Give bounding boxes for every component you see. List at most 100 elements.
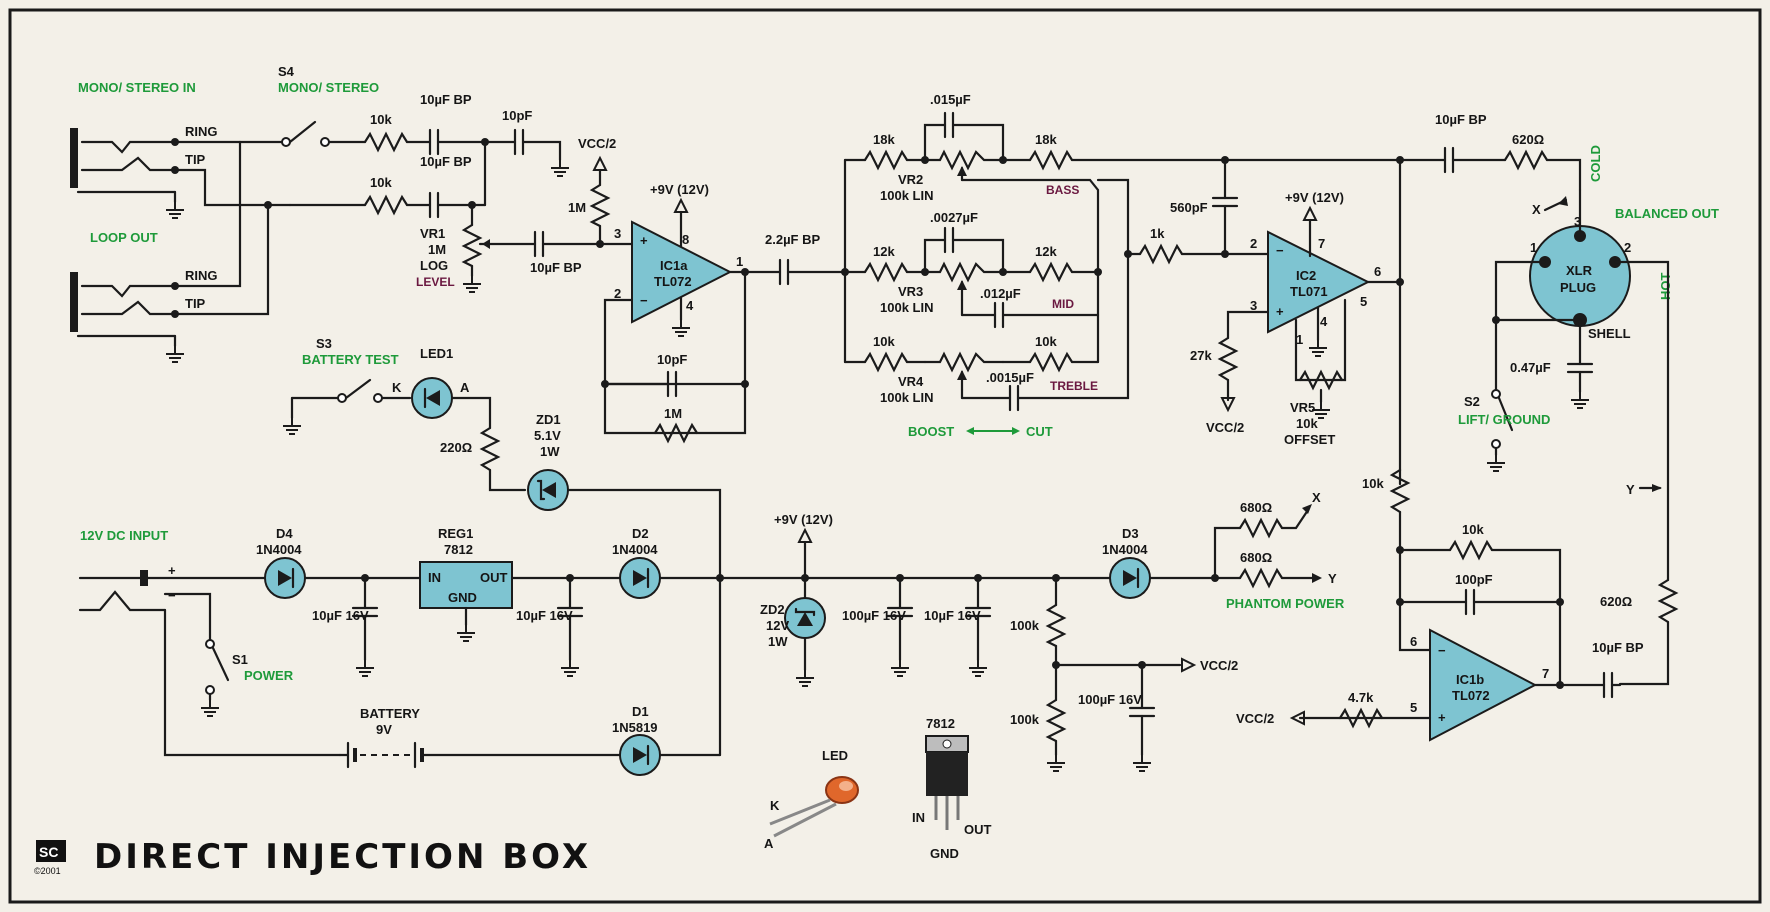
resistor-1m-fb xyxy=(653,422,699,444)
d2-part: 1N4004 xyxy=(612,542,658,557)
d3-part: 1N4004 xyxy=(1102,542,1148,557)
ic1a-fb-res: 1M xyxy=(664,406,682,421)
phantom-x-label: X xyxy=(1312,490,1321,505)
mid-label: MID xyxy=(1052,297,1074,311)
ic1b-pin5: 5 xyxy=(1410,700,1417,715)
resistor-100k-bot xyxy=(1045,698,1067,743)
s4-switch[interactable] xyxy=(238,120,330,147)
ic1b-c-100p: 100pF xyxy=(1455,572,1493,587)
divider-vcc2-label: VCC/2 xyxy=(1200,658,1238,673)
resistor-12k-mid-l xyxy=(863,261,909,283)
resistor-100k-top xyxy=(1045,603,1067,648)
r-620-top-label: 620Ω xyxy=(1512,132,1544,147)
svg-text:−: − xyxy=(1438,643,1446,658)
led1 xyxy=(411,377,453,419)
vcc2-label-in: VCC/2 xyxy=(578,136,616,151)
loop-out-label: LOOP OUT xyxy=(90,230,158,245)
s3-mode-label: BATTERY TEST xyxy=(302,352,399,367)
c-10u-label: 10µF 16V xyxy=(924,608,981,623)
d2-diode xyxy=(619,557,661,599)
hot-y-label: Y xyxy=(1626,482,1635,497)
page-title: DIRECT INJECTION BOX xyxy=(94,837,591,877)
r-10k-tre-l-label: 10k xyxy=(873,334,895,349)
resistor-12k-mid-r xyxy=(1028,261,1074,283)
resistor-10k-tip xyxy=(363,194,409,216)
s1-mode-label: POWER xyxy=(244,668,294,683)
vr4-value: 100k LIN xyxy=(880,390,933,405)
resistor-18k-bass-l xyxy=(863,149,909,171)
ic1a-part: TL072 xyxy=(654,274,692,289)
zd1-zener xyxy=(527,469,569,511)
vr5-offset-pot[interactable] xyxy=(1298,369,1344,391)
xlr-pin1: 1 xyxy=(1530,240,1537,255)
c-100u-label: 100µF 16V xyxy=(842,608,906,623)
reg1-gnd: GND xyxy=(448,590,477,605)
r-18k-bass-l-label: 18k xyxy=(873,132,895,147)
r-100k-bot-label: 100k xyxy=(1010,712,1040,727)
d1-part: 1N5819 xyxy=(612,720,658,735)
led-pinout xyxy=(769,776,859,838)
r-12k-mid-r-label: 12k xyxy=(1035,244,1057,259)
treble-label: TREBLE xyxy=(1050,379,1098,393)
d1-diode xyxy=(619,734,661,776)
zd1-label: ZD1 xyxy=(536,412,561,427)
vr1-level-pot[interactable] xyxy=(461,203,537,293)
battery-label: BATTERY xyxy=(360,706,420,721)
cold-label: COLD xyxy=(1588,145,1603,182)
resistor-10k-fb-ic1b xyxy=(1448,539,1494,561)
vr3-mid-pot[interactable] xyxy=(923,261,1005,283)
d2-label: D2 xyxy=(632,526,649,541)
c-ring-label: 10µF BP xyxy=(420,92,472,107)
ic2-pin5: 5 xyxy=(1360,294,1367,309)
resistor-620-top xyxy=(1503,149,1549,171)
reg1-label: REG1 xyxy=(438,526,473,541)
c-tre-label: .0015µF xyxy=(986,370,1034,385)
ring-label-out: RING xyxy=(185,268,218,283)
resistor-10k-ring xyxy=(363,131,409,153)
s3-label: S3 xyxy=(316,336,332,351)
r-18k-bass-r-label: 18k xyxy=(1035,132,1057,147)
ic2-pin2: 2 xyxy=(1250,236,1257,251)
r-10k-tre-r-label: 10k xyxy=(1035,334,1057,349)
loop-out-jack xyxy=(70,272,185,363)
resistor-680-x xyxy=(1238,517,1284,539)
ic1b-c-out: 10µF BP xyxy=(1592,640,1644,655)
input-jack-label-line1: MONO/ STEREO IN xyxy=(78,80,196,95)
ic1b-pin6: 6 xyxy=(1410,634,1417,649)
s1-power-switch[interactable] xyxy=(200,639,230,717)
vr1-type: LOG xyxy=(420,258,448,273)
battery-9v xyxy=(346,741,424,769)
s2-lift-ground-switch[interactable] xyxy=(1486,318,1514,472)
c-100u-b-label: 100µF 16V xyxy=(1078,692,1142,707)
reg-pinout-label: 7812 xyxy=(926,716,955,731)
d4-label: D4 xyxy=(276,526,293,541)
rail-label: +9V (12V) xyxy=(774,512,833,527)
d3-diode xyxy=(1109,557,1151,599)
r-27k-label: 27k xyxy=(1190,348,1212,363)
reg-pinout-gnd: GND xyxy=(930,846,959,861)
zd1-watt: 1W xyxy=(540,444,560,459)
ic1a-fb-cap: 10pF xyxy=(657,352,687,367)
ring-label-in: RING xyxy=(185,124,218,139)
dc-plus: + xyxy=(168,563,176,578)
c2-label: 10µF 16V xyxy=(516,608,573,623)
r-680-y-label: 680Ω xyxy=(1240,550,1272,565)
resistor-10k-tre-r xyxy=(1028,351,1074,373)
xlr-pin2: 2 xyxy=(1624,240,1631,255)
ic1b-r-10k-in: 10k xyxy=(1362,476,1384,491)
led1-label: LED1 xyxy=(420,346,453,361)
dc-input-label: 12V DC INPUT xyxy=(80,528,168,543)
cut-label: CUT xyxy=(1026,424,1053,439)
xlr-x-label: X xyxy=(1532,202,1541,217)
c-10pf-label: 10pF xyxy=(502,108,532,123)
s3-battery-test-switch[interactable] xyxy=(282,378,383,435)
vr2-bass-pot[interactable] xyxy=(923,149,1005,171)
vr5-name: OFFSET xyxy=(1284,432,1335,447)
c-out-label: 10µF BP xyxy=(1435,112,1487,127)
resistor-1k-ic2 xyxy=(1138,243,1184,265)
ic2-vcc2-label: VCC/2 xyxy=(1206,420,1244,435)
svg-text:+: + xyxy=(1438,710,1446,725)
vr2-value: 100k LIN xyxy=(880,188,933,203)
vr4-treble-pot[interactable] xyxy=(923,351,1005,373)
reg-pinout-out: OUT xyxy=(964,822,992,837)
